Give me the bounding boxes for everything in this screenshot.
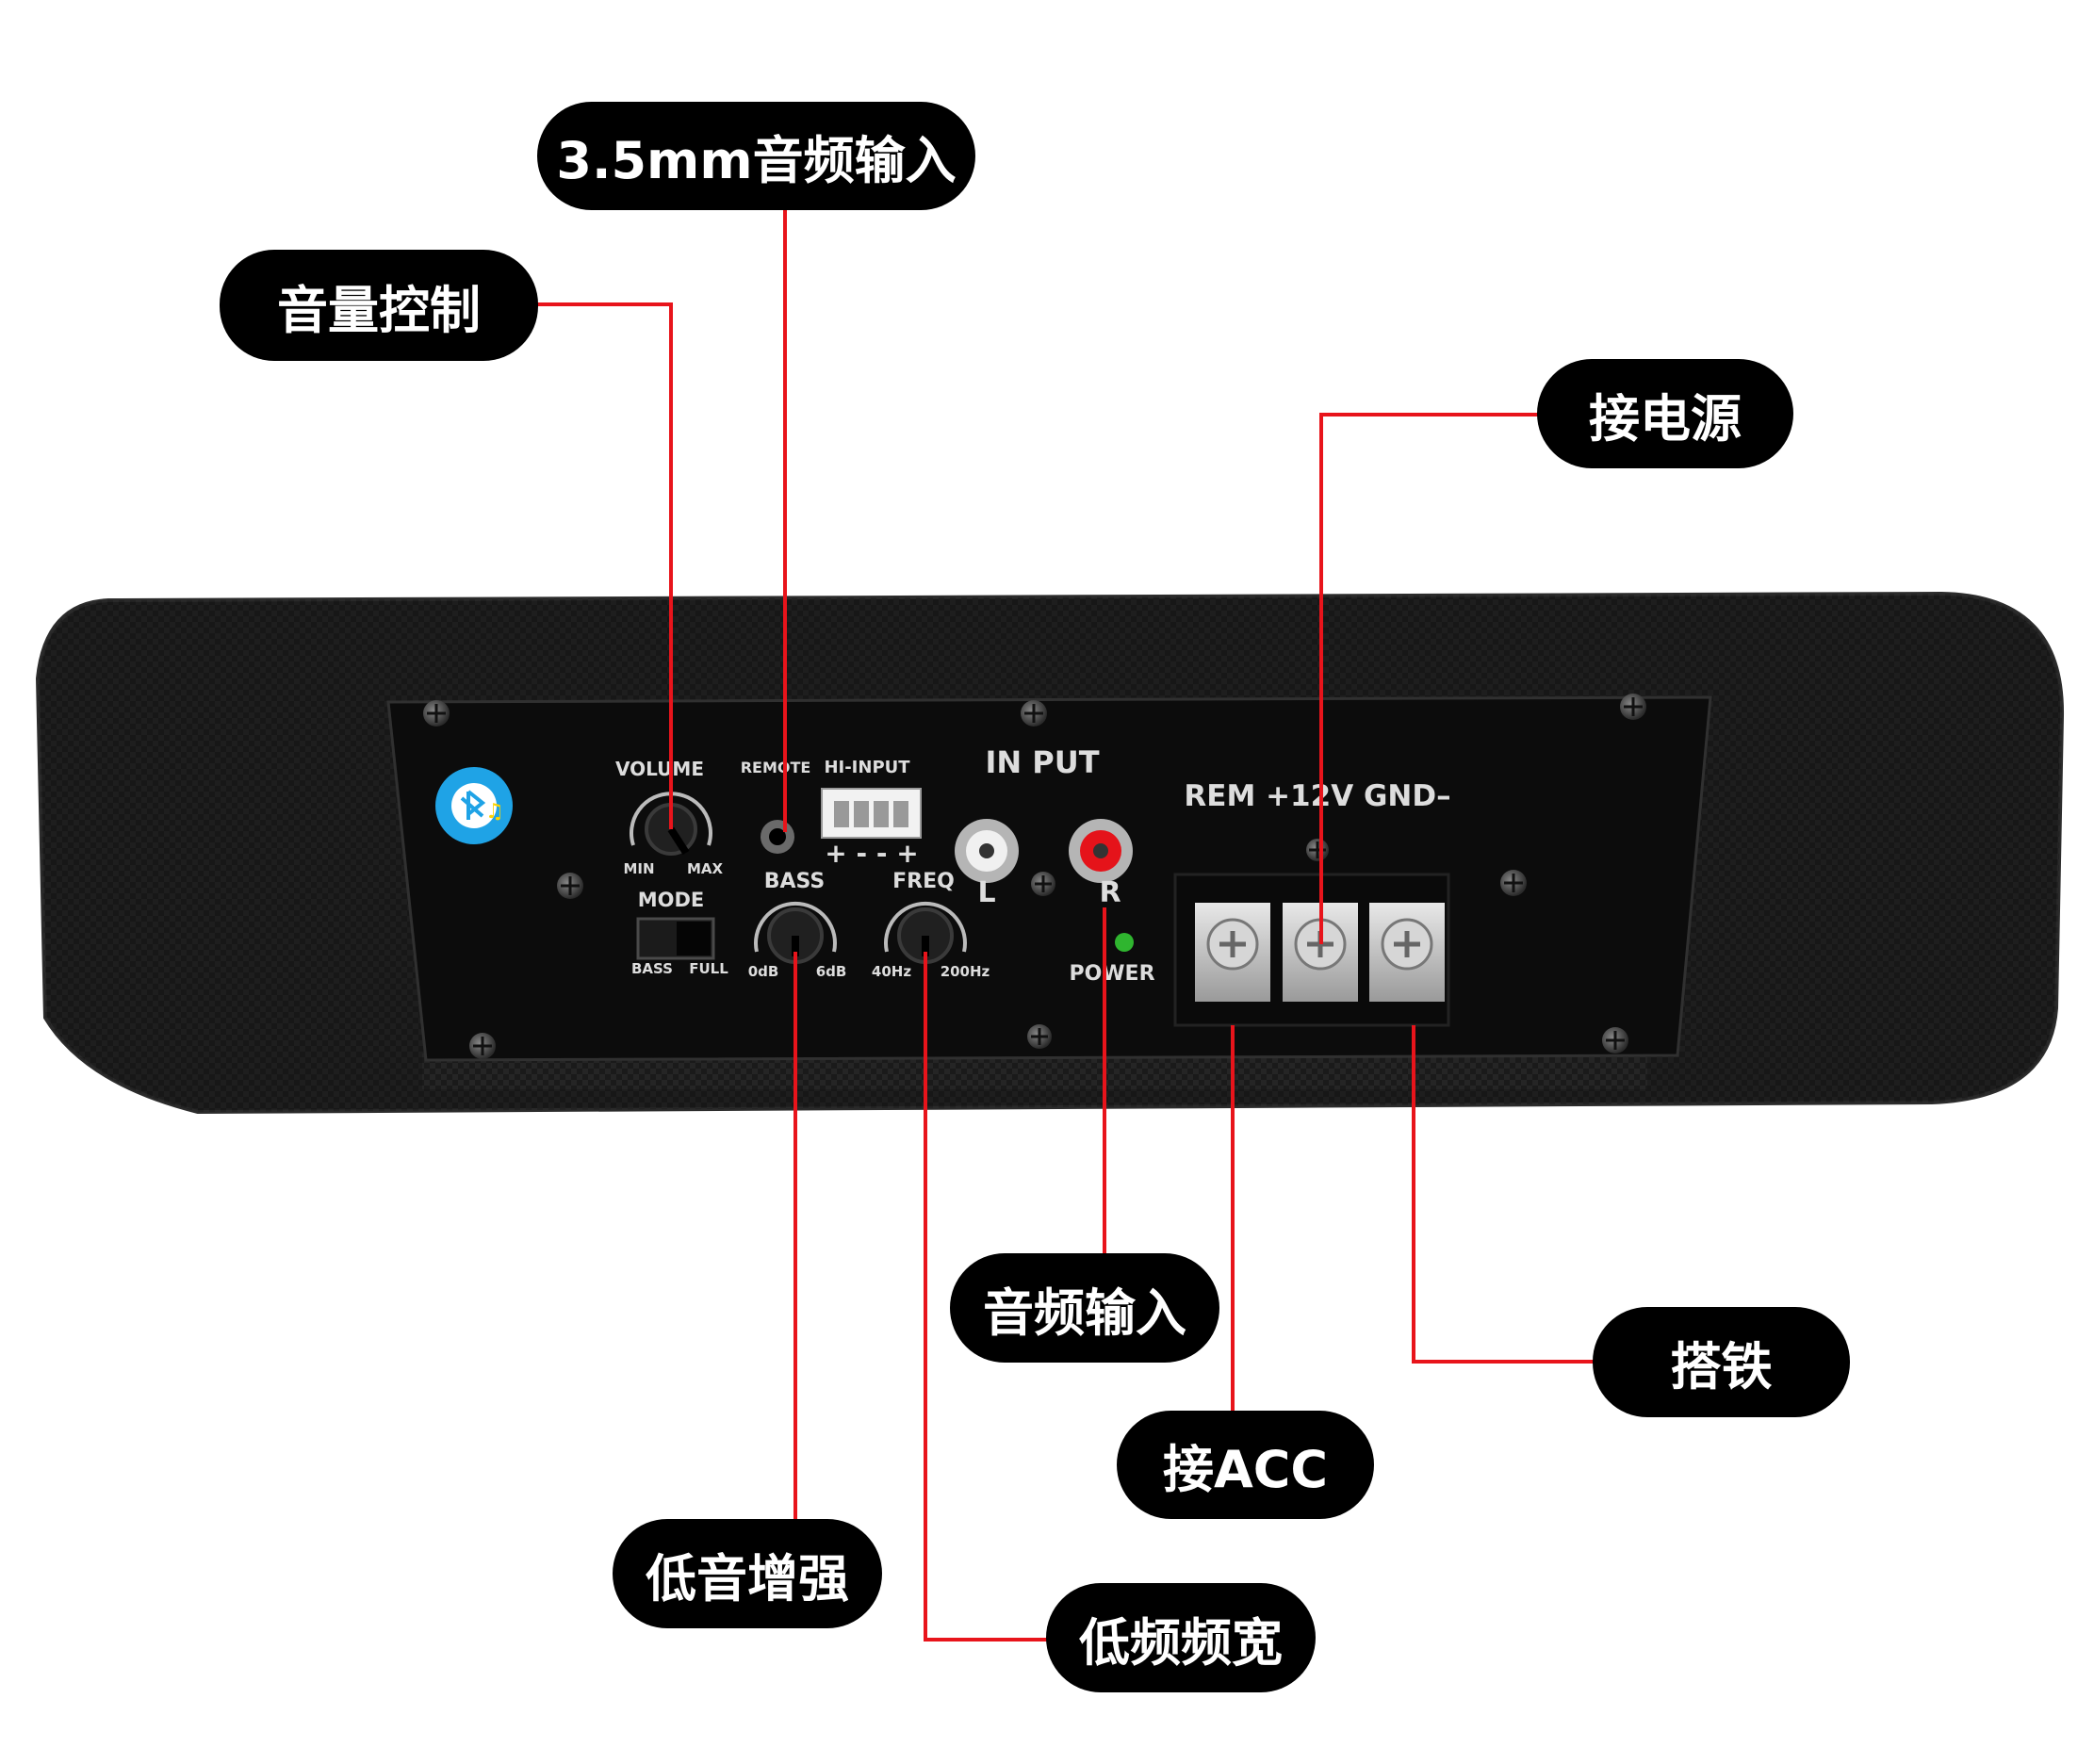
volume-max-label: MAX xyxy=(687,860,724,877)
callout-volume-control: 音量控制 xyxy=(220,250,538,361)
bluetooth-icon: ♫ xyxy=(435,767,513,844)
screw xyxy=(1021,700,1047,727)
callout-power: 接电源 xyxy=(1537,359,1793,468)
remote-panel-label: REMOTE xyxy=(741,759,811,776)
callout-bass-freq: 低频频宽 xyxy=(1046,1583,1316,1692)
screw xyxy=(557,873,583,899)
bass-min-label: 0dB xyxy=(748,963,779,980)
mode-full-label: FULL xyxy=(689,960,728,977)
leader-volume xyxy=(537,302,673,829)
rca-input-right[interactable] xyxy=(1069,819,1133,883)
hi-input-polarity: + - - + xyxy=(825,838,918,869)
callout-bass-boost: 低音增强 xyxy=(613,1519,882,1628)
callout-ground: 搭铁 xyxy=(1593,1307,1850,1417)
screw xyxy=(423,700,450,727)
power-terminal-block xyxy=(1173,873,1450,1027)
screw xyxy=(1602,1027,1628,1054)
volume-panel-label: VOLUME xyxy=(615,758,704,780)
volume-min-label: MIN xyxy=(623,860,654,877)
hi-input-panel-label: HI-INPUT xyxy=(824,758,910,777)
screw xyxy=(469,1033,496,1059)
input-left-label: L xyxy=(977,876,995,909)
screw xyxy=(1306,839,1329,861)
power-panel-label: POWER xyxy=(1069,962,1154,986)
freq-max-label: 200Hz xyxy=(941,963,990,980)
screw xyxy=(1620,694,1646,720)
terminals-panel-label: REM +12V GND– xyxy=(1184,779,1450,813)
bass-panel-label: BASS xyxy=(764,870,826,893)
leader-power xyxy=(1319,413,1539,944)
callout-acc: 接ACC xyxy=(1117,1411,1374,1519)
mode-panel-label: MODE xyxy=(638,889,705,911)
mode-bass-label: BASS xyxy=(631,960,673,977)
callout-audio-input: 音频输入 xyxy=(950,1253,1219,1363)
screw xyxy=(1031,872,1055,896)
hi-input-connector[interactable] xyxy=(821,788,922,839)
input-right-label: R xyxy=(1099,876,1121,909)
svg-text:♫: ♫ xyxy=(485,800,504,824)
rca-input-left[interactable] xyxy=(955,819,1019,883)
power-led xyxy=(1115,933,1134,952)
freq-panel-label: FREQ xyxy=(892,870,955,893)
leader-ground xyxy=(1412,1025,1602,1364)
input-panel-label: IN PUT xyxy=(985,744,1099,780)
freq-min-label: 40Hz xyxy=(872,963,911,980)
screw xyxy=(1027,1024,1052,1049)
aux-jack[interactable] xyxy=(761,820,794,854)
screw xyxy=(1500,870,1527,896)
callout-aux-input: 3.5mm音频输入 xyxy=(537,102,975,210)
leader-lines xyxy=(537,209,1602,1642)
mode-switch[interactable] xyxy=(636,917,715,960)
bass-max-label: 6dB xyxy=(816,963,847,980)
leader-bass-freq xyxy=(924,952,1048,1642)
